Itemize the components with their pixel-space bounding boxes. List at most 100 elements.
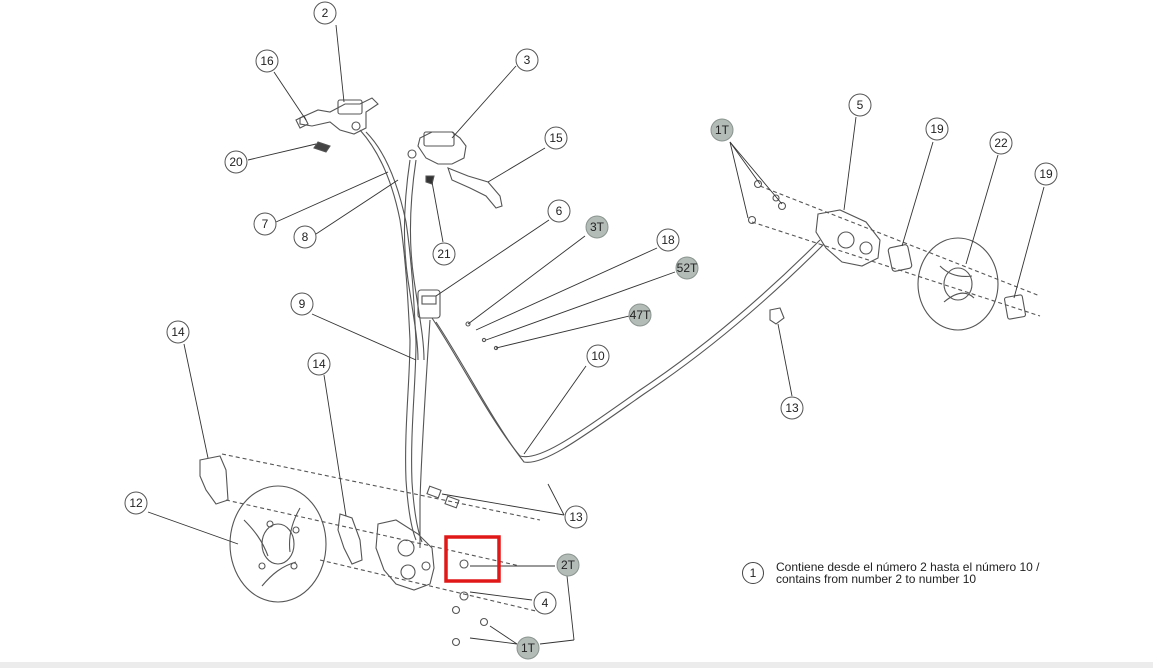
- hose-7-b: [365, 131, 423, 543]
- legend-line-1: Contiene desde el número 2 hasta el núme…: [776, 560, 1040, 574]
- rear-caliper: [815, 209, 913, 272]
- callout-bubble: [255, 49, 279, 73]
- hose-8: [403, 159, 419, 361]
- hose-8-b: [409, 159, 425, 361]
- callout-bubble: [224, 150, 248, 174]
- callout-label: 52T: [677, 261, 698, 275]
- callout-label: 9: [299, 297, 306, 311]
- callout-3T: 3T: [585, 215, 609, 239]
- callout-bubble: [533, 591, 557, 615]
- callout-layer: 23161520782163T1852T47T910141412132T41T1…: [124, 1, 1058, 660]
- callout-label: 5: [857, 98, 864, 112]
- hose-7: [359, 129, 417, 541]
- callout-bubble: [710, 118, 734, 142]
- highlight-box: [444, 535, 501, 583]
- callout-label: 19: [930, 122, 944, 136]
- callout-19: 19: [925, 117, 949, 141]
- callout-label: 2T: [561, 558, 576, 572]
- legend: 1 Contiene desde el número 2 hasta el nú…: [738, 560, 1118, 600]
- callout-bubble: [307, 352, 331, 376]
- callout-label: 47T: [630, 308, 651, 322]
- legend-number-badge: 1: [742, 562, 764, 584]
- callout-label: 20: [229, 155, 243, 169]
- callout-label: 3T: [590, 220, 605, 234]
- left-master-cylinder: [295, 97, 379, 135]
- callout-10: 10: [586, 344, 610, 368]
- callout-4: 4: [533, 591, 557, 615]
- callout-9: 9: [290, 292, 314, 316]
- callout-label: 21: [437, 247, 451, 261]
- clip-13-rear: [769, 307, 785, 325]
- callout-label: 7: [262, 217, 269, 231]
- callout-label: 14: [312, 357, 326, 371]
- callout-label: 1T: [715, 123, 730, 137]
- callout-bubble: [547, 199, 571, 223]
- callout-label: 19: [1039, 167, 1053, 181]
- legend-description: Contiene desde el número 2 hasta el núme…: [776, 561, 1040, 585]
- callout-1T: 1T: [710, 118, 734, 142]
- front-caliper: [375, 519, 435, 591]
- callout-label: 2: [322, 6, 329, 20]
- callout-label: 12: [129, 496, 143, 510]
- callout-label: 1T: [521, 641, 536, 655]
- callout-15: 15: [544, 126, 568, 150]
- callout-label: 15: [549, 131, 563, 145]
- parts-drawing: [199, 97, 1041, 647]
- callout-bubble: [432, 242, 456, 266]
- callout-label: 8: [302, 230, 309, 244]
- callout-21: 21: [432, 242, 456, 266]
- callout-16: 16: [255, 49, 279, 73]
- callout-bubble: [564, 505, 588, 529]
- callout-bubble: [556, 553, 580, 577]
- callout-14: 14: [166, 320, 190, 344]
- callout-label: 10: [591, 349, 605, 363]
- callout-2T: 2T: [556, 553, 580, 577]
- callout-bubble: [989, 131, 1013, 155]
- clip-13-b: [444, 495, 460, 509]
- callout-label: 13: [569, 510, 583, 524]
- callout-13: 13: [780, 396, 804, 420]
- bolt-d: [451, 637, 461, 647]
- callout-1T: 1T: [516, 636, 540, 660]
- callout-bubble: [780, 396, 804, 420]
- callout-bubble: [516, 636, 540, 660]
- callout-7: 7: [253, 212, 277, 236]
- callout-bubble: [848, 93, 872, 117]
- callout-bubble: [290, 292, 314, 316]
- callout-22: 22: [989, 131, 1013, 155]
- front-brake-disc: [229, 485, 327, 603]
- callout-label: 13: [785, 401, 799, 415]
- rear-brake-disc: [917, 237, 1027, 331]
- callout-bubble: [656, 228, 680, 252]
- leader-lines: [147, 24, 1045, 645]
- callout-label: 22: [994, 136, 1008, 150]
- bottom-edge-bar: [0, 662, 1153, 668]
- front-brake-pad: [199, 455, 229, 505]
- callout-bubble: [515, 48, 539, 72]
- callout-14: 14: [307, 352, 331, 376]
- hose-10-b: [435, 243, 825, 463]
- callout-bubble: [293, 225, 317, 249]
- callout-13: 13: [564, 505, 588, 529]
- callout-2: 2: [313, 1, 337, 25]
- legend-line-2: contains from number 2 to number 10: [776, 572, 977, 586]
- callout-bubble: [585, 215, 609, 239]
- callout-label: 16: [260, 54, 274, 68]
- callout-5: 5: [848, 93, 872, 117]
- callout-52T: 52T: [675, 256, 699, 280]
- callout-12: 12: [124, 491, 148, 515]
- callout-bubble: [313, 1, 337, 25]
- callout-bubble: [628, 303, 652, 327]
- callout-18: 18: [656, 228, 680, 252]
- bolt-2t: [459, 559, 469, 569]
- bolt-b: [451, 605, 461, 615]
- callout-bubble: [925, 117, 949, 141]
- callout-bubble: [675, 256, 699, 280]
- clip-13-a: [426, 485, 442, 499]
- callout-6: 6: [547, 199, 571, 223]
- callout-20: 20: [224, 150, 248, 174]
- distributor-block: [417, 289, 499, 351]
- hose-9: [419, 319, 431, 548]
